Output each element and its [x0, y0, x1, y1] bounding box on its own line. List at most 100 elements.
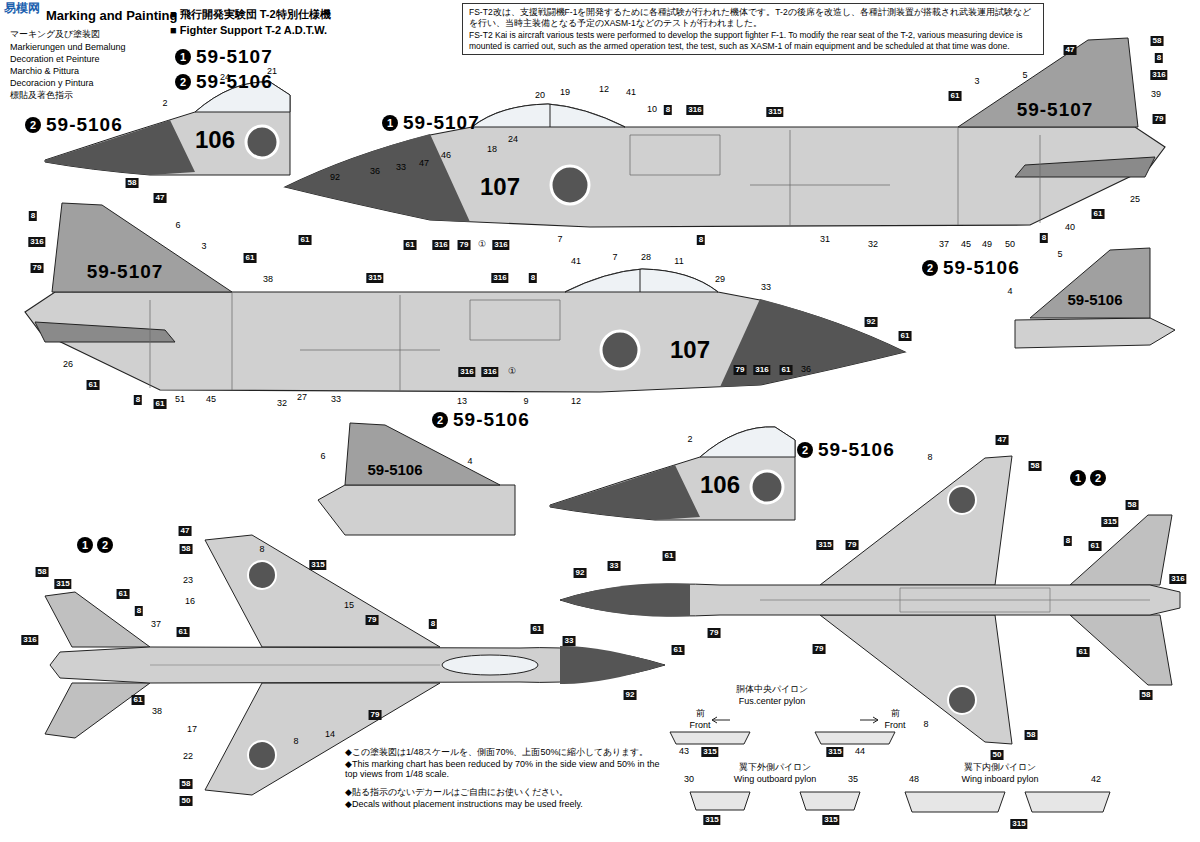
decal-number: 315 [822, 815, 839, 825]
caption-text: 前 [891, 709, 900, 719]
callout-number: 35 [848, 775, 858, 785]
decal-number: 79 [369, 710, 382, 720]
note-text: ◆貼る指示のないデカールはご自由にお使いください。 [345, 788, 665, 798]
callout-number: 22 [183, 752, 193, 762]
callout-number: 10 [647, 105, 657, 115]
watermark: 易模网 [4, 2, 40, 15]
tail-view [318, 248, 1175, 535]
callout-number: 28 [641, 253, 651, 263]
header-text: ■ Fighter Support T-2 A.D.T.W. [170, 24, 327, 36]
callout-number: 8 [927, 453, 932, 463]
decal-number: 47 [996, 435, 1009, 445]
decal-number: 61 [132, 695, 145, 705]
decal-number: 79 [813, 644, 826, 654]
decal-number: 316 [753, 365, 770, 375]
caption-text: Decoracion y Pintura [10, 79, 94, 89]
callout-number: 33 [761, 283, 771, 293]
caption-text: Front [884, 721, 905, 731]
callout-number: 15 [344, 601, 354, 611]
decal-number: 8 [1064, 536, 1072, 546]
decal-number: 8 [135, 606, 143, 616]
callout-number: 23 [183, 576, 193, 586]
callout-number: 2 [687, 435, 692, 445]
version-marker: 1 [175, 49, 191, 65]
registration: 59-5106 [453, 410, 530, 431]
decal-number: 79 [708, 628, 721, 638]
callout-number: 33 [396, 163, 406, 173]
decal-number: 315 [816, 540, 833, 550]
marker-number: 1 [82, 539, 88, 551]
callout-number: 12 [571, 397, 581, 407]
decal-number: 315 [54, 579, 71, 589]
decal-number: 58 [1140, 690, 1153, 700]
callout-number: 37 [151, 620, 161, 630]
decal-number: 61 [244, 253, 257, 263]
aircraft-number: 107 [480, 174, 520, 200]
decal-number: 316 [458, 367, 475, 377]
callout-number: 5 [1057, 250, 1062, 260]
decal-number: 61 [404, 240, 417, 250]
callout-number: 3 [974, 77, 979, 87]
callout-number: 40 [1065, 223, 1075, 233]
decal-number: 58 [1126, 500, 1139, 510]
caption-text: 前 [696, 709, 705, 719]
marker-number: 2 [802, 444, 808, 456]
decal-number: 92 [624, 690, 637, 700]
callout-number: 48 [909, 775, 919, 785]
callout-number: 51 [175, 395, 185, 405]
decal-number: 316 [1150, 70, 1167, 80]
registration: 59-5106 [943, 258, 1020, 279]
registration: 59-5107 [403, 113, 480, 134]
decal-number: 61 [1077, 647, 1090, 657]
caption-text: Marchio & Pittura [10, 67, 79, 77]
callout-number: 11 [674, 257, 683, 267]
callout-number: 31 [820, 235, 830, 245]
decal-number: 315 [1010, 819, 1027, 829]
decal-number: 79 [366, 615, 379, 625]
decal-number: 315 [701, 747, 718, 757]
top-view [45, 535, 665, 795]
version-marker: 1 [77, 537, 93, 553]
info-box: FS-T2改は、支援戦闘機F-1を開発するために各種試験が行われた機体です。T-… [462, 3, 1044, 55]
callout-number: 4 [467, 457, 472, 467]
decal-number: 315 [703, 815, 720, 825]
decal-number: 8 [529, 273, 537, 283]
registration: 59-5106 [818, 440, 895, 461]
decal-number: 8 [29, 211, 37, 221]
version-marker: 2 [922, 260, 938, 276]
callout-number: 7 [612, 253, 617, 263]
decal-number: 58 [180, 544, 193, 554]
decal-number: 61 [899, 331, 912, 341]
decal-number: 316 [686, 105, 703, 115]
callout-number: 6 [320, 452, 325, 462]
aircraft-number: 106 [700, 472, 740, 498]
decal-number: 58 [180, 779, 193, 789]
callout-number: 6 [175, 221, 180, 231]
registration: 59-5106 [1067, 292, 1122, 309]
caption-text: Wing inboard pylon [961, 775, 1038, 785]
decal-number: 79 [31, 263, 44, 273]
decal-number: 315 [1101, 517, 1118, 527]
decal-number: 61 [299, 235, 312, 245]
callout-number: 38 [263, 275, 273, 285]
decal-number: 47 [1064, 45, 1077, 55]
callout-number: 25 [1130, 195, 1140, 205]
marker-number: 2 [102, 539, 108, 551]
marker-number: 2 [180, 76, 186, 88]
decal-number: 61 [672, 645, 685, 655]
marker-number: 1 [387, 117, 393, 129]
decal-number: 58 [36, 567, 49, 577]
callout-number: 36 [801, 365, 811, 375]
version-marker: 2 [175, 74, 191, 90]
decal-number: 61 [177, 627, 190, 637]
callout-number: 17 [187, 725, 197, 735]
callout-number: 4 [1007, 287, 1012, 297]
decal-number: 316 [1169, 574, 1186, 584]
version-marker: 2 [97, 537, 113, 553]
callout-number: 5 [1022, 71, 1027, 81]
sheet-title: Marking and Painting [46, 8, 177, 23]
decal-number: 316 [28, 237, 45, 247]
note-text: ◆This marking chart has been reduced by … [345, 760, 665, 780]
callout-number: 27 [297, 393, 307, 403]
callout-number: 43 [679, 747, 689, 757]
